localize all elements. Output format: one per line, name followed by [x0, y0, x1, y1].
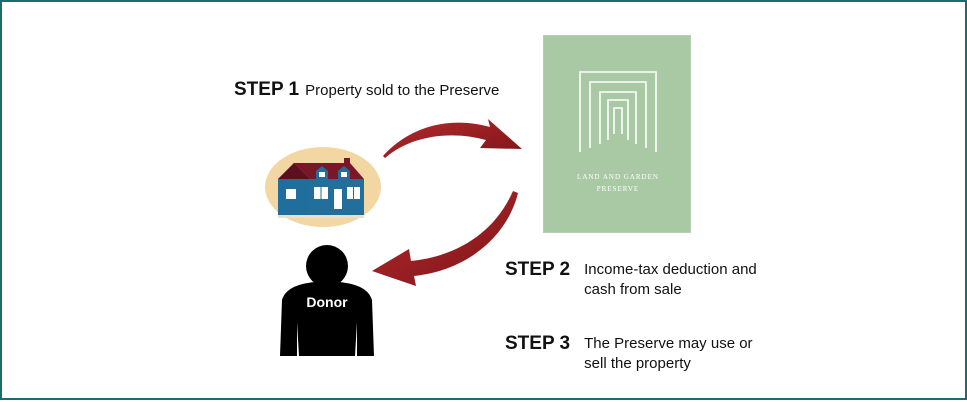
house-icon: [264, 145, 382, 229]
donor-silhouette-icon: [280, 245, 374, 356]
preserve-name-line2: PRESERVE: [596, 185, 640, 193]
step-2-label: STEP 2: [505, 259, 571, 280]
preserve-name: LAND AND GARDEN PRESERVE: [544, 171, 692, 195]
step-2-text: Income-tax deduction and cash from sale: [584, 261, 757, 298]
step-3-label: STEP 3: [505, 333, 571, 354]
preserve-logo-icon: [579, 71, 657, 152]
donor-figure: Donor: [277, 244, 377, 356]
step-3-text: The Preserve may use or sell the propert…: [584, 335, 753, 372]
donor-label: Donor: [306, 294, 348, 310]
preserve-name-line1: LAND AND GARDEN: [577, 173, 659, 181]
step-1: STEP 1 Property sold to the Preserve: [234, 79, 499, 101]
step-3: STEP 3 The Preserve may use or sell the …: [505, 333, 774, 374]
step-1-text: Property sold to the Preserve: [305, 82, 500, 99]
preserve-card: LAND AND GARDEN PRESERVE: [543, 35, 691, 233]
step-2: STEP 2 Income-tax deduction and cash fro…: [505, 259, 774, 300]
arrow-preserve-to-donor-icon: [372, 191, 518, 286]
arrow-house-to-preserve-icon: [383, 119, 522, 158]
step-1-label: STEP 1: [234, 79, 300, 100]
